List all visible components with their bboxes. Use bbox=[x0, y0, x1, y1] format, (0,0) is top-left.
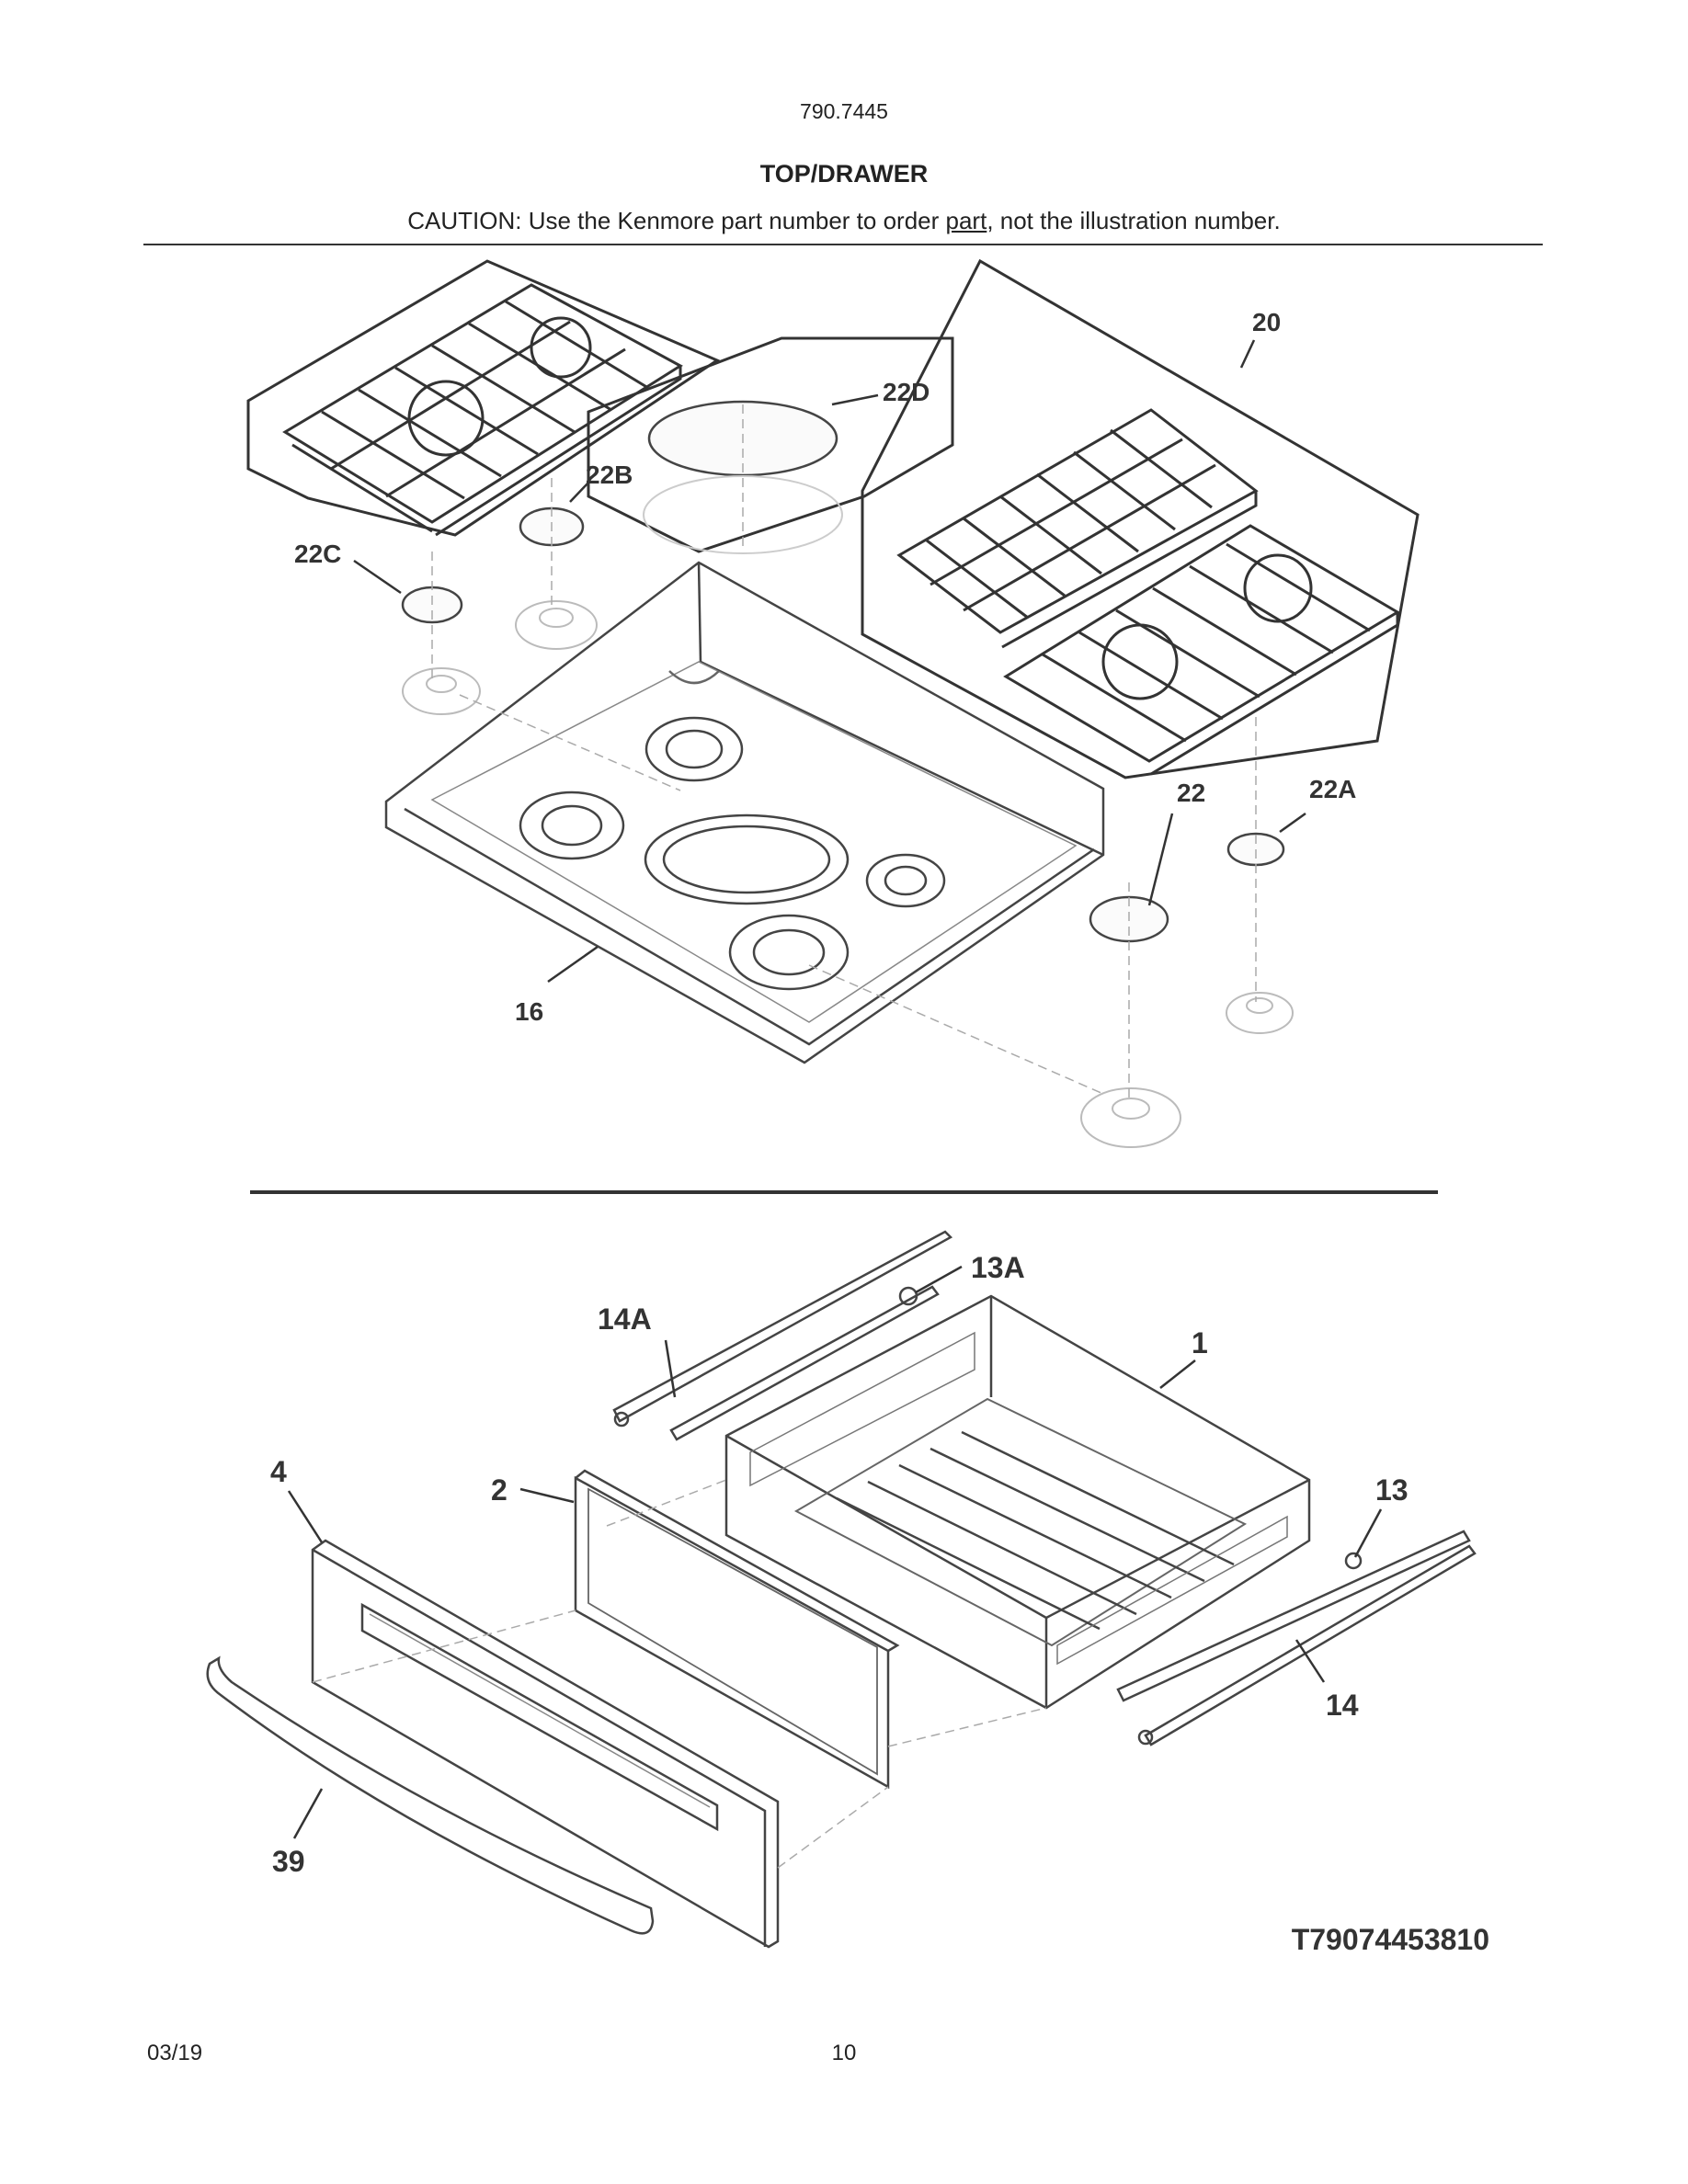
callout-2: 2 bbox=[491, 1473, 508, 1507]
cooktop-main-top-16 bbox=[384, 561, 1105, 1064]
callout-13: 13 bbox=[1375, 1473, 1409, 1507]
right-grates-callout-boundary bbox=[861, 258, 1420, 779]
left-grate-callout-boundary bbox=[246, 259, 721, 537]
caution-note: CAUTION: Use the Kenmore part number to … bbox=[0, 207, 1688, 235]
top-leader-lines bbox=[353, 339, 1306, 984]
callout-22B: 22B bbox=[586, 461, 633, 489]
callout-4: 4 bbox=[270, 1455, 287, 1488]
burner-heads-ghost bbox=[402, 600, 1294, 1148]
drawer-box-1 bbox=[724, 1294, 1311, 1710]
alignment-guide-lines bbox=[431, 404, 1257, 1103]
diagram-reference-code: T79074453810 bbox=[1291, 1923, 1489, 1956]
callout-20: 20 bbox=[1252, 308, 1281, 336]
callout-16: 16 bbox=[515, 997, 543, 1026]
callout-22D: 22D bbox=[883, 378, 930, 406]
drawer-slide-left-14A bbox=[612, 1230, 953, 1441]
drawer-handle-39 bbox=[206, 1655, 655, 1935]
footer-date: 03/19 bbox=[147, 2041, 203, 2065]
callout-1: 1 bbox=[1192, 1326, 1208, 1359]
drawer-leader-lines bbox=[287, 1265, 1383, 1839]
caution-text-suffix: , not the illustration number. bbox=[987, 207, 1281, 234]
drawer-alignment-lines bbox=[312, 1479, 1047, 1869]
callout-14: 14 bbox=[1326, 1689, 1359, 1722]
section-title: TOP/DRAWER bbox=[759, 160, 929, 188]
drawer-slide-right-14 bbox=[1116, 1530, 1477, 1746]
caution-text-prefix: CAUTION: Use the Kenmore part number to … bbox=[407, 207, 946, 234]
drawer-front-panel-4 bbox=[311, 1539, 780, 1949]
drawer-inner-panel-2 bbox=[574, 1469, 900, 1790]
center-cap-callout-boundary bbox=[587, 336, 954, 553]
callout-22C: 22C bbox=[294, 540, 341, 568]
callout-13A: 13A bbox=[971, 1251, 1025, 1284]
callout-22A: 22A bbox=[1309, 775, 1356, 803]
model-number: 790.7445 bbox=[800, 99, 888, 123]
header-divider bbox=[143, 244, 1543, 245]
cooktop-burner-wells bbox=[519, 716, 946, 991]
footer-page-number: 10 bbox=[831, 2041, 857, 2065]
callout-22: 22 bbox=[1177, 779, 1205, 807]
callout-39: 39 bbox=[272, 1845, 305, 1878]
burner-caps bbox=[401, 506, 1285, 943]
right-front-burner-grate bbox=[1003, 524, 1400, 776]
right-rear-burner-grate bbox=[896, 408, 1259, 649]
callout-14A: 14A bbox=[598, 1302, 652, 1336]
oval-burner-head-ghost bbox=[643, 475, 843, 554]
caution-text-underlined: part bbox=[945, 207, 987, 234]
left-burner-grate bbox=[282, 283, 683, 537]
